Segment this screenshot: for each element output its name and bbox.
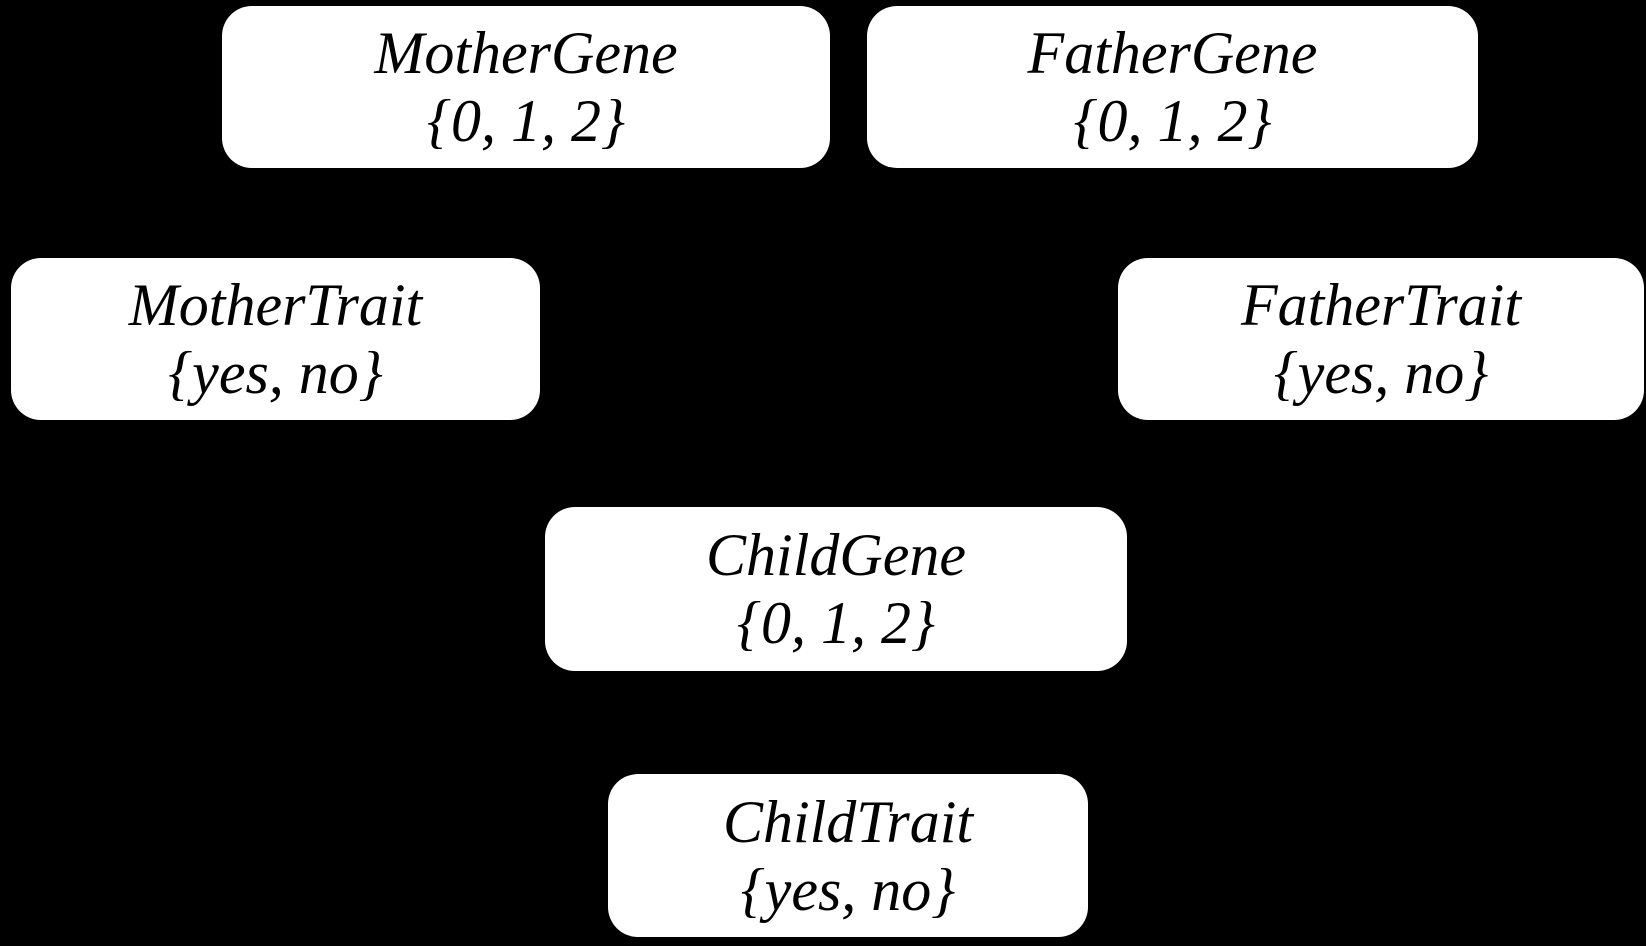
node-child-gene: ChildGene {0, 1, 2} xyxy=(545,507,1127,671)
node-mother-gene-values: {0, 1, 2} xyxy=(427,88,625,154)
node-father-gene: FatherGene {0, 1, 2} xyxy=(867,6,1478,168)
node-mother-trait-values: {yes, no} xyxy=(168,340,383,406)
node-father-trait-label: FatherTrait xyxy=(1240,272,1522,338)
node-father-trait-values: {yes, no} xyxy=(1273,340,1489,406)
node-mother-gene-label: MotherGene xyxy=(374,20,678,86)
node-child-gene-label: ChildGene xyxy=(706,522,966,588)
node-father-gene-values: {0, 1, 2} xyxy=(1073,88,1272,154)
node-mother-gene: MotherGene {0, 1, 2} xyxy=(222,6,830,168)
node-father-gene-label: FatherGene xyxy=(1027,20,1318,86)
node-child-trait-values: {yes, no} xyxy=(740,856,956,923)
node-mother-trait-label: MotherTrait xyxy=(128,272,423,338)
node-father-trait: FatherTrait {yes, no} xyxy=(1118,258,1644,420)
node-child-trait-label: ChildTrait xyxy=(722,788,974,855)
node-mother-trait: MotherTrait {yes, no} xyxy=(11,258,540,420)
node-child-gene-values: {0, 1, 2} xyxy=(737,590,935,656)
node-child-trait: ChildTrait {yes, no} xyxy=(608,774,1088,937)
